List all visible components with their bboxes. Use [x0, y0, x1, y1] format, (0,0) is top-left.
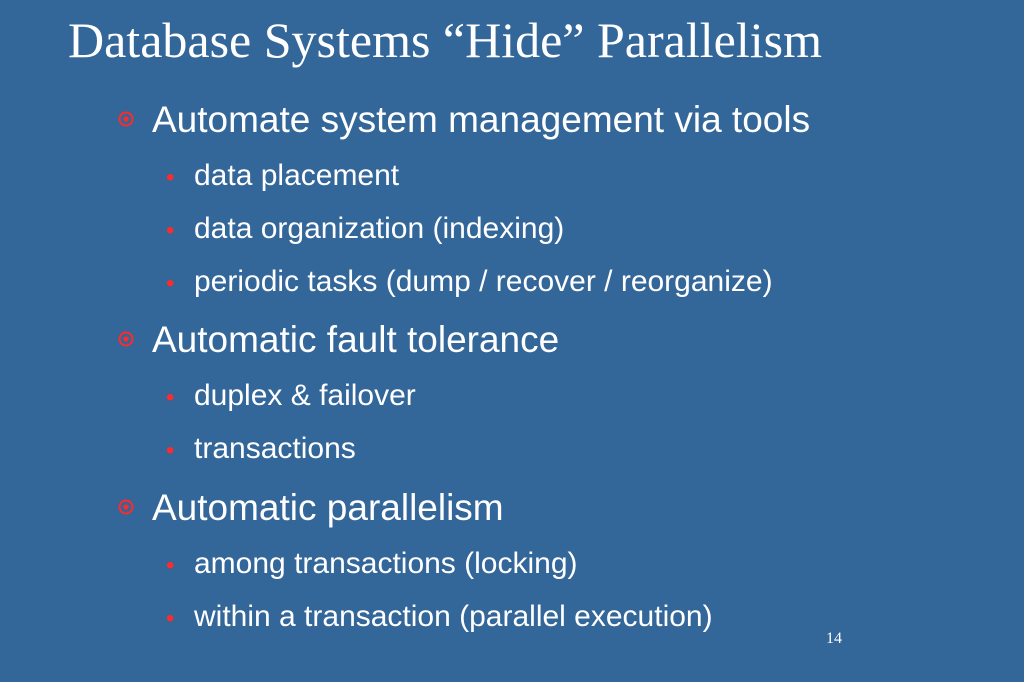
bullet-level1: Automate system management via tools	[118, 98, 810, 142]
bullet-level2-text: within a transaction (parallel execution…	[194, 600, 713, 633]
circle-bullet-icon	[118, 499, 152, 515]
bullet-level1: Automatic parallelism	[118, 486, 504, 530]
bullet-dot-icon: •	[166, 552, 175, 579]
bullet-level2: • periodic tasks (dump / recover / reorga…	[166, 263, 773, 303]
bullet-level2: • duplex & failover	[166, 377, 416, 417]
bullet-level2-text: transactions	[194, 432, 356, 465]
bullet-level1: Automatic fault tolerance	[118, 318, 559, 362]
bullet-level1-text: Automate system management via tools	[152, 99, 811, 140]
bullet-level2: • data organization (indexing)	[166, 210, 564, 250]
bullet-dot-icon: •	[166, 605, 175, 632]
bullet-level1-text: Automatic fault tolerance	[152, 319, 560, 360]
bullet-level2-text: periodic tasks (dump / recover / reorgan…	[194, 265, 773, 298]
bullet-level2-text: among transactions (locking)	[194, 547, 578, 580]
bullet-level2: • transactions	[166, 430, 356, 470]
circle-bullet-icon	[118, 111, 152, 127]
bullet-level2-text: data placement	[194, 159, 400, 192]
circle-bullet-icon	[118, 331, 152, 347]
page-number: 14	[826, 630, 842, 647]
bullet-dot-icon: •	[166, 384, 175, 411]
slide-title: Database Systems “Hide” Parallelism	[68, 12, 822, 68]
bullet-dot-icon: •	[166, 437, 175, 464]
bullet-level2-text: data organization (indexing)	[194, 212, 565, 245]
bullet-level2: • among transactions (locking)	[166, 545, 578, 585]
bullet-level2-text: duplex & failover	[194, 379, 416, 412]
bullet-dot-icon: •	[166, 164, 175, 191]
bullet-level2: • data placement	[166, 157, 399, 197]
bullet-level1-text: Automatic parallelism	[152, 487, 504, 528]
bullet-dot-icon: •	[166, 217, 175, 244]
bullet-level2: • within a transaction (parallel executio…	[166, 598, 713, 638]
bullet-dot-icon: •	[166, 270, 175, 297]
